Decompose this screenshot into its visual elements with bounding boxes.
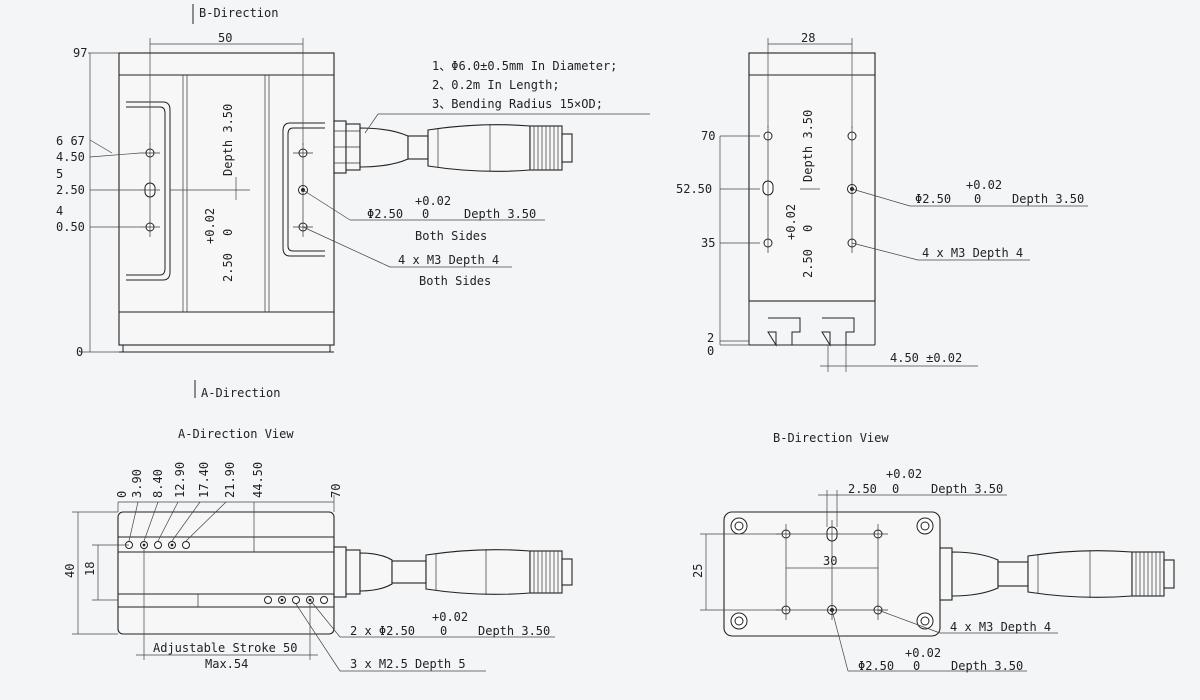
tap-both-sides: Both Sides (419, 274, 491, 288)
b-pin-tol-lower: 0 (913, 659, 920, 673)
side-slot-dim: 4.50 ±0.02 (890, 351, 962, 365)
side-pin-dia: Φ2.50 (915, 192, 951, 206)
cable-note-1: 1、Φ6.0±0.5mm In Diameter; (432, 59, 617, 73)
a-mark-2190: 21.90 (223, 462, 237, 498)
a-view-body (117, 511, 335, 635)
b-top-tol-lower: 0 (892, 482, 899, 496)
side-pin-tol-upper: +0.02 (966, 178, 1002, 192)
side-tap-note: 4 x M3 Depth 4 (922, 246, 1023, 260)
b-tap-note: 4 x M3 Depth 4 (950, 620, 1051, 634)
depth-label: Depth 3.50 (221, 104, 235, 176)
dim-width-50: 50 (218, 31, 232, 45)
a-direction-view: A-Direction View (63, 427, 573, 672)
dim-5: 5 (56, 167, 63, 181)
a-stroke-max: Max.54 (205, 657, 248, 671)
a-pin-spec: 2 x Φ2.50 (350, 624, 415, 638)
a-mark-840: 8.40 (151, 469, 165, 498)
dim-5250: 52.50 (676, 182, 712, 196)
dim-4: 4 (56, 204, 63, 218)
b-height-25: 25 (691, 564, 705, 578)
dim-050: 0.50 (56, 220, 85, 234)
a-mark-390: 3.90 (130, 469, 144, 498)
a-mark-1740: 17.40 (197, 462, 211, 498)
a-pin-tol-lower: 0 (440, 624, 447, 638)
pin-tol-upper: +0.02 (415, 194, 451, 208)
dim-width-28: 28 (801, 31, 815, 45)
dim-0: 0 (76, 345, 83, 359)
side-body (748, 52, 876, 302)
dim-667: 6 67 (56, 134, 85, 148)
dim-2: 2 (707, 331, 714, 345)
b-direction-view: B-Direction View (691, 431, 1175, 673)
a-height-18: 18 (83, 562, 97, 576)
dim-250: 2.50 (56, 183, 85, 197)
side-pin-depth: Depth 3.50 (1012, 192, 1084, 206)
a-tap-note: 3 x M2.5 Depth 5 (350, 657, 466, 671)
dim-70: 70 (701, 129, 715, 143)
a-mark-4450: 44.50 (251, 462, 265, 498)
side-view: 28 70 52.50 35 2 0 Depth 3.50 +0.02 0 2.… (676, 31, 1088, 372)
dim-side-0: 0 (707, 344, 714, 358)
a-view-title: A-Direction View (178, 427, 294, 441)
b-top-value: 2.50 (848, 482, 877, 496)
side-pin-tol-lower: 0 (974, 192, 981, 206)
dim-35: 35 (701, 236, 715, 250)
a-mark-70: 70 (329, 484, 343, 498)
front-body (118, 52, 335, 346)
b-pin-tol-upper: +0.02 (905, 646, 941, 660)
vert-value: 2.50 (221, 253, 235, 282)
b-top-depth: Depth 3.50 (931, 482, 1003, 496)
b-top-tol-upper: +0.02 (886, 467, 922, 481)
pin-tol-lower: 0 (422, 207, 429, 221)
b-view-title: B-Direction View (773, 431, 889, 445)
tap-spec: 4 x M3 Depth 4 (398, 253, 499, 267)
side-tol-upper: +0.02 (784, 204, 798, 240)
pin-dia: Φ2.50 (367, 207, 403, 221)
cable-connector (333, 120, 573, 174)
side-tol-lower: 0 (801, 225, 815, 232)
a-mark-1290: 12.90 (173, 462, 187, 498)
b-view-connector (939, 547, 1175, 601)
vert-tol-upper: +0.02 (203, 208, 217, 244)
a-pin-tol-upper: +0.02 (432, 610, 468, 624)
pin-depth: Depth 3.50 (464, 207, 536, 221)
dim-97: 97 (73, 46, 87, 60)
side-vert-value: 2.50 (801, 249, 815, 278)
b-width-30: 30 (823, 554, 837, 568)
cable-note-3: 3、Bending Radius 15×OD; (432, 97, 603, 111)
a-view-connector (333, 546, 573, 598)
a-direction-label: A-Direction (201, 386, 280, 400)
b-direction-label: B-Direction (199, 6, 278, 20)
a-height-40: 40 (63, 564, 77, 578)
cable-note-2: 2、0.2m In Length; (432, 78, 560, 92)
front-view: B-Direction A-Direction (56, 4, 650, 400)
b-pin-dia: Φ2.50 (858, 659, 894, 673)
side-depth: Depth 3.50 (801, 110, 815, 182)
pin-both-sides: Both Sides (415, 229, 487, 243)
vert-tol-lower: 0 (221, 229, 235, 236)
a-stroke: Adjustable Stroke 50 (153, 641, 298, 655)
dim-450: 4.50 (56, 150, 85, 164)
a-mark-0: 0 (115, 491, 129, 498)
b-pin-depth: Depth 3.50 (951, 659, 1023, 673)
a-pin-depth: Depth 3.50 (478, 624, 550, 638)
